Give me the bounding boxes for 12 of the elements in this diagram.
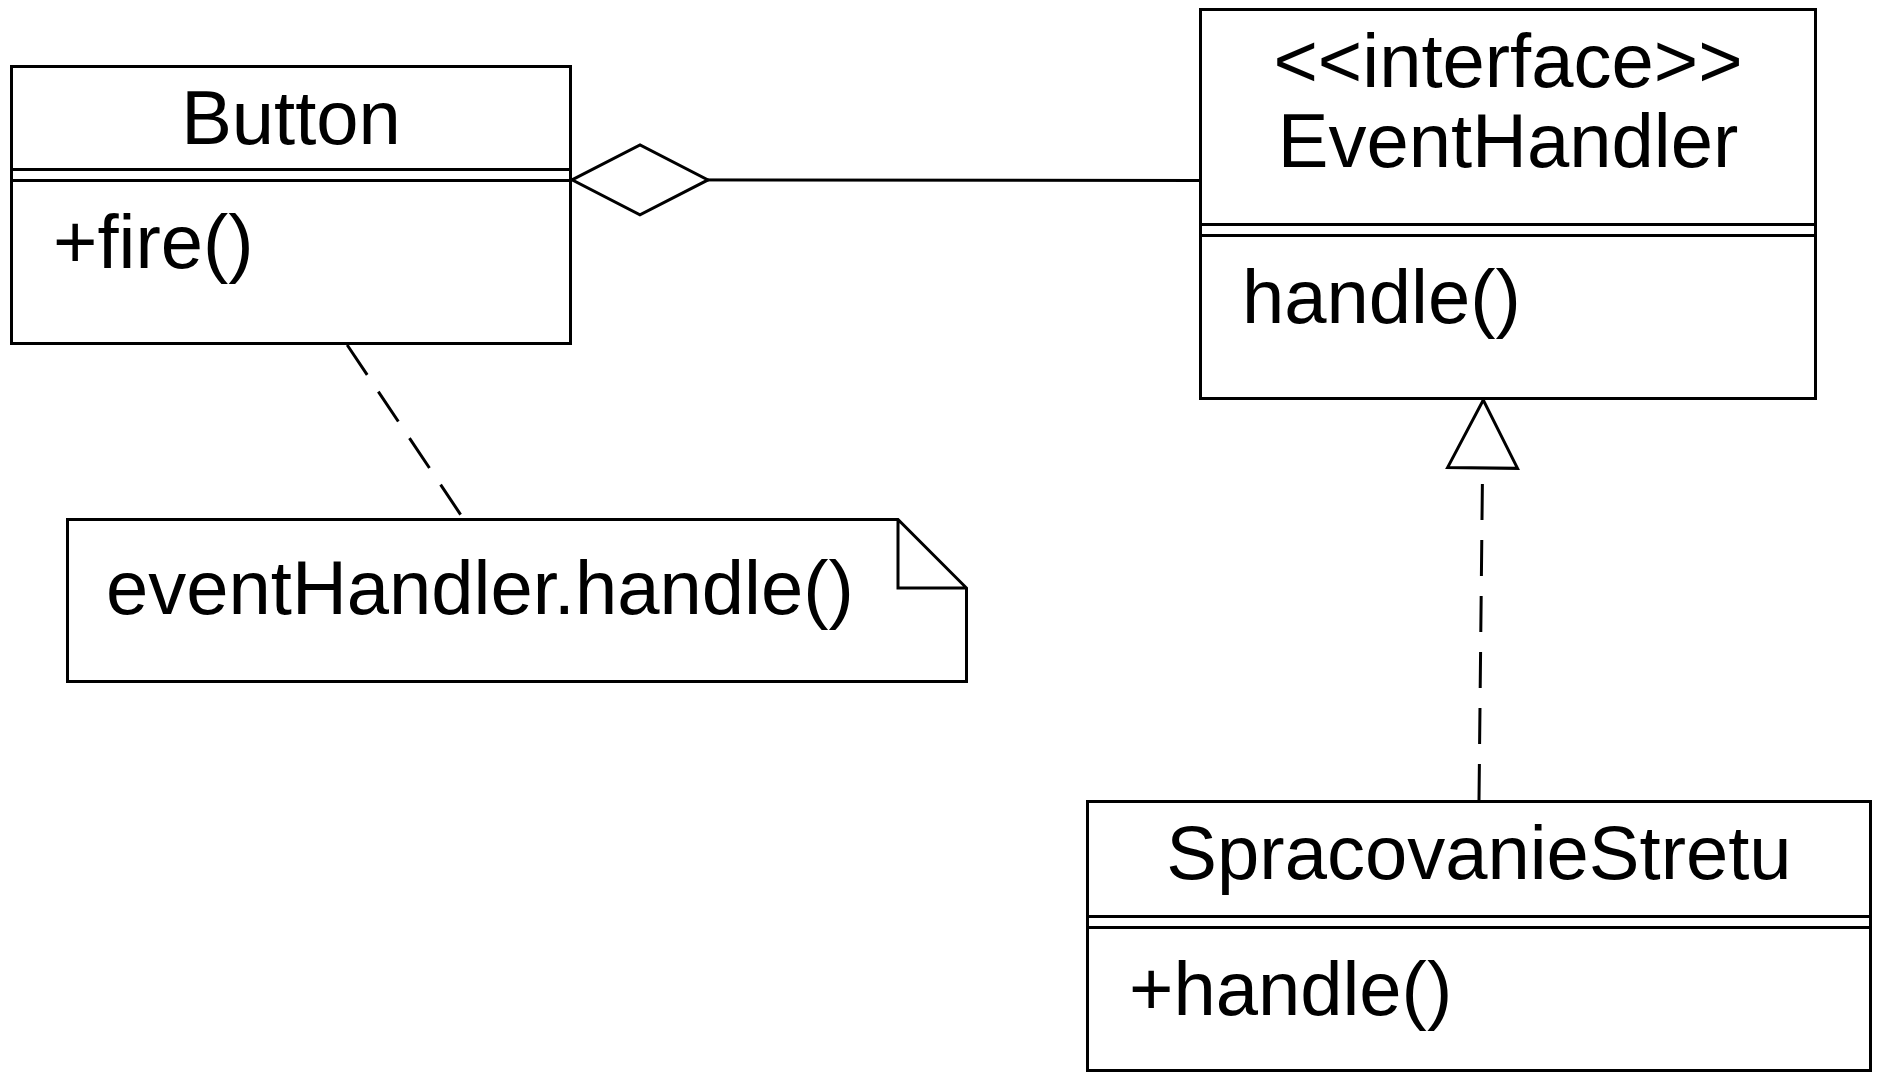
class-box [10, 65, 572, 345]
class-box [1086, 800, 1872, 1072]
class-name: Button [180, 74, 402, 162]
class-name: SpracovanieStretu [1165, 809, 1793, 897]
note-text: eventHandler.handle() [106, 546, 854, 630]
arrow [1446, 398, 1520, 800]
method-text: +fire() [52, 198, 255, 284]
method-text: +handle() [1128, 945, 1454, 1031]
class-name: <<interface>> EventHandler [1272, 17, 1744, 185]
aggregation-connector [570, 143, 1199, 217]
method-text: handle() [1241, 253, 1522, 339]
class-box [1199, 8, 1817, 400]
